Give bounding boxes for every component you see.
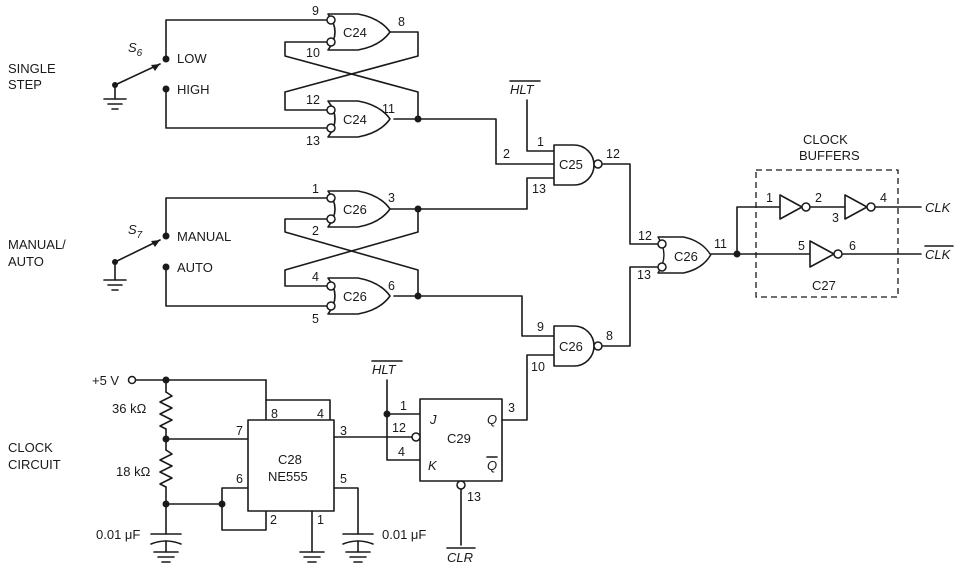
- ff-q-label: Q: [487, 412, 497, 427]
- c1-label: 0.01 μF: [96, 527, 140, 542]
- flipflop-c29: HLT J K Q Q C29 1 12 4 3 13 CLR: [371, 360, 515, 565]
- manual-auto-label-line1: MANUAL/: [8, 237, 66, 252]
- pin: 5: [312, 312, 319, 326]
- hlt-top-label: HLT: [510, 82, 535, 97]
- clk-output-label: CLK: [925, 200, 952, 215]
- pin: 13: [306, 134, 320, 148]
- gate-c26-bottom-label: C26: [343, 289, 367, 304]
- pin: 2: [503, 147, 510, 161]
- pin: 3: [508, 401, 515, 415]
- pin: 8: [271, 407, 278, 421]
- clock-buffers-title-line2: BUFFERS: [799, 148, 860, 163]
- switch-s7-auto-label: AUTO: [177, 260, 213, 275]
- pin: 4: [880, 191, 887, 205]
- gate-c25-label: C25: [559, 157, 583, 172]
- pin: 2: [312, 224, 319, 238]
- pin: 1: [400, 399, 407, 413]
- gate-c26-bottom: C26 4 5 6: [312, 270, 395, 326]
- pin: 5: [798, 239, 805, 253]
- hlt-signal-top: HLT: [509, 80, 541, 97]
- pin: 1: [317, 513, 324, 527]
- gate-c26-mid: C26 9 10 8: [417, 295, 613, 421]
- pin: 11: [382, 102, 395, 116]
- pin: 13: [532, 182, 546, 196]
- clock-circuit-label-line1: CLOCK: [8, 440, 53, 455]
- gate-c26-top-label: C26: [343, 202, 367, 217]
- pin: 11: [714, 237, 727, 251]
- pin: 5: [340, 472, 347, 486]
- timer-c28-label: C28: [278, 452, 302, 467]
- pin: 10: [531, 360, 545, 374]
- pin: 6: [236, 472, 243, 486]
- buffer-c27-label: C27: [812, 278, 836, 293]
- pin: 13: [467, 490, 481, 504]
- switch-s7-name: S7: [128, 222, 143, 241]
- latch-c26: C26 1 2 3 C26 4 5 6: [165, 182, 422, 326]
- switch-s7-manual-label: MANUAL: [177, 229, 231, 244]
- switch-s6-low-label: LOW: [177, 51, 207, 66]
- r1-label: 36 kΩ: [112, 401, 147, 416]
- ff-j-label: J: [429, 412, 437, 427]
- single-step-label-line1: SINGLE: [8, 61, 56, 76]
- gate-c26-top: C26 1 2 3: [312, 182, 395, 238]
- clock-circuit-555: +5 V 36 kΩ 18 kΩ 0.01 μF C28: [92, 373, 426, 563]
- pin: 12: [306, 93, 320, 107]
- gate-c24-bottom-label: C24: [343, 112, 367, 127]
- supply-label: +5 V: [92, 373, 119, 388]
- switch-s7: S7 MANUAL AUTO: [103, 222, 231, 291]
- pin: 12: [392, 421, 406, 435]
- switch-s6: S6 LOW HIGH: [103, 40, 210, 110]
- ff-c29-label: C29: [447, 431, 471, 446]
- pin: 8: [606, 329, 613, 343]
- pin: 13: [637, 268, 651, 282]
- pin: 10: [306, 46, 320, 60]
- timer-ne555-label: NE555: [268, 469, 308, 484]
- switch-s6-high-label: HIGH: [177, 82, 210, 97]
- pin: 6: [849, 239, 856, 253]
- pin: 3: [340, 424, 347, 438]
- hlt-ff-label: HLT: [372, 362, 397, 377]
- manual-auto-label-line2: AUTO: [8, 254, 44, 269]
- pin: 4: [317, 407, 324, 421]
- pin: 3: [832, 211, 839, 225]
- c2-label: 0.01 μF: [382, 527, 426, 542]
- gate-c24-bottom: C24 12 13 11: [306, 93, 395, 148]
- pin: 4: [312, 270, 319, 284]
- pin: 2: [270, 513, 277, 527]
- pin: 8: [398, 15, 405, 29]
- r2-label: 18 kΩ: [116, 464, 151, 479]
- gate-c26-out-label: C26: [674, 249, 698, 264]
- pin: 4: [398, 445, 405, 459]
- pin: 6: [388, 279, 395, 293]
- gate-c25: C25 1 2 13 12: [417, 99, 620, 210]
- pin: 2: [815, 191, 822, 205]
- gate-c24-top: C24 9 10 8: [306, 4, 405, 60]
- pin: 3: [388, 191, 395, 205]
- gate-c24-top-label: C24: [343, 25, 367, 40]
- ff-k-label: K: [428, 458, 438, 473]
- pin: 9: [537, 320, 544, 334]
- switch-s6-name: S6: [128, 40, 143, 59]
- clr-signal-label: CLR: [447, 550, 473, 565]
- clock-circuit-label-line2: CIRCUIT: [8, 457, 61, 472]
- clock-buffers-title-line1: CLOCK: [803, 132, 848, 147]
- pin: 1: [766, 191, 773, 205]
- clock-buffers: CLOCK BUFFERS 1 2 3 4 5 6 C27 CLK CLK: [736, 132, 954, 298]
- pin: 9: [312, 4, 319, 18]
- pin: 12: [606, 147, 620, 161]
- pin: 12: [638, 229, 652, 243]
- gate-c26-out: C26 12 13 11: [601, 163, 741, 347]
- ff-qbar-label: Q: [487, 458, 497, 473]
- clk-bar-output-label: CLK: [925, 247, 952, 262]
- single-step-label-line2: STEP: [8, 77, 42, 92]
- latch-c24: C24 9 10 8 C24 12 13 11: [165, 4, 422, 148]
- gate-c26-mid-label: C26: [559, 339, 583, 354]
- pin: 1: [537, 135, 544, 149]
- pin: 7: [236, 424, 243, 438]
- pin: 1: [312, 182, 319, 196]
